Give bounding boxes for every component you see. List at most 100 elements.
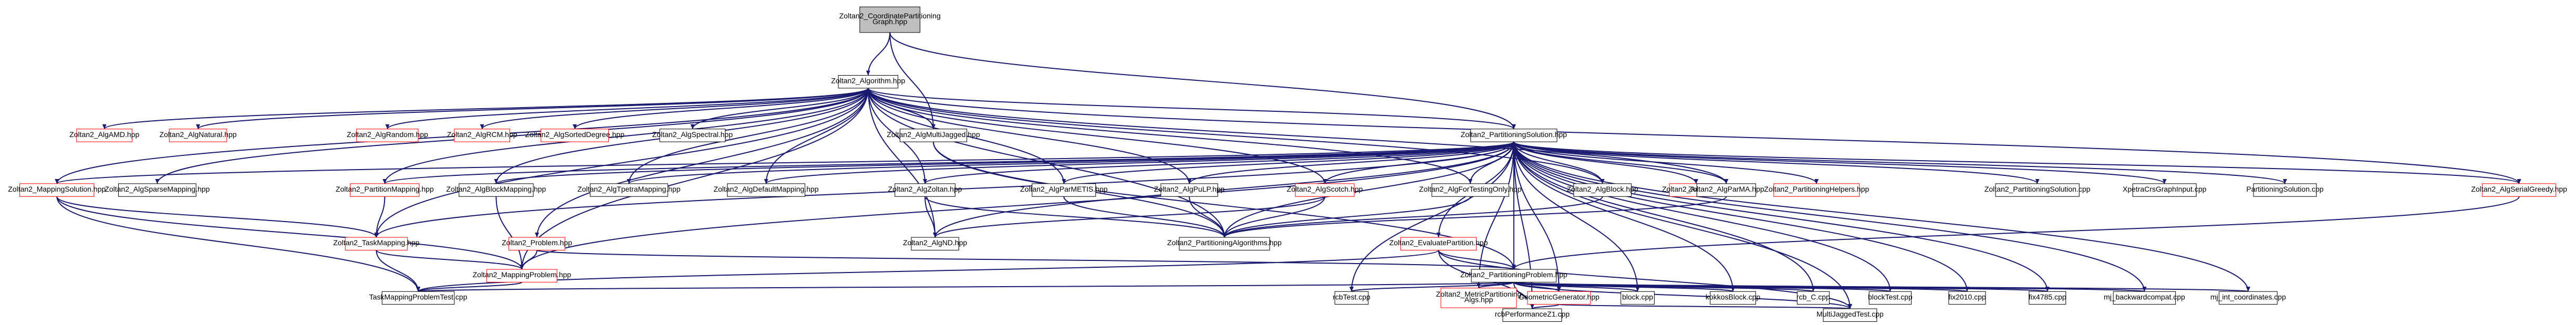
node-xpetra[interactable]: XpetraCrsGraphInput.cpp [2123, 183, 2207, 197]
node-zpart[interactable]: Zoltan2_AlgZoltan.hpp [888, 183, 962, 197]
edge-ps-to-partsol [1513, 141, 2287, 184]
edge-prob-to-pprob [536, 249, 1515, 270]
node-amd[interactable]: Zoltan2_AlgAMD.hpp [69, 129, 139, 142]
node-fortest[interactable]: Zoltan2_AlgForTestingOnly.hpp [1419, 183, 1522, 197]
node-sorted[interactable]: Zoltan2_AlgSortedDegree.hpp [525, 129, 625, 142]
node-tpetra-box [589, 183, 668, 197]
node-blockc[interactable]: block.cpp [1621, 291, 1655, 305]
node-pulp-label: Zoltan2_AlgPuLP.hpp [1154, 185, 1225, 193]
edge-prob-to-mprob [520, 250, 538, 270]
node-xpetra-box [2132, 183, 2197, 197]
edge-ps-to-pulp [1187, 141, 1514, 184]
node-kokkos[interactable]: kokkosBlock.cpp [1706, 291, 1760, 305]
node-mjback-box [2113, 291, 2176, 305]
node-kokkos-label: kokkosBlock.cpp [1706, 292, 1760, 301]
edge-zpart-to-nd [924, 196, 938, 238]
edge-pprob-to-mjint [1513, 281, 2250, 292]
edge-pprob-to-mjtest [1513, 281, 1852, 309]
node-mjint-box [2218, 291, 2278, 305]
node-defmap[interactable]: Zoltan2_AlgDefaultMapping.hpp [713, 183, 819, 197]
edge-ps-to-geogen [1513, 142, 1561, 292]
node-random[interactable]: Zoltan2_AlgRandom.hpp [347, 129, 428, 142]
node-tmap[interactable]: Zoltan2_TaskMapping.hpp [333, 237, 420, 250]
node-natural[interactable]: Zoltan2_AlgNatural.hpp [159, 129, 237, 142]
node-pmap-label: Zoltan2_PartitionMapping.hpp [336, 185, 434, 193]
edge-ps-to-mprob [520, 142, 1514, 270]
node-mjback[interactable]: mj_backwardcompat.cpp [2104, 291, 2185, 305]
edge-scotch-to-palgs [1222, 196, 1326, 238]
node-tpetra[interactable]: Zoltan2_AlgTpetraMapping.hpp [577, 183, 681, 197]
node-rcbc-label: rcb_C.cpp [1796, 292, 1830, 301]
node-algblock[interactable]: Zoltan2_AlgBlock.hpp [1567, 183, 1638, 197]
edge-alg-to-random [385, 88, 869, 130]
node-tmtest-label: TaskMappingProblemTest.cpp [369, 292, 468, 301]
edge-evalp-to-pprob [1438, 249, 1516, 270]
edge-alg-to-parma [867, 88, 1729, 184]
node-rcbtest[interactable]: rcbTest.cpp [1333, 291, 1370, 305]
node-pulp-box [1160, 183, 1218, 197]
node-sparse-box [118, 183, 196, 197]
node-geogen[interactable]: GeometricGenerator.hpp [1519, 291, 1599, 305]
node-phelp[interactable]: Zoltan2_PartitioningHelpers.hpp [1764, 183, 1869, 197]
node-spectral[interactable]: Zoltan2_AlgSpectral.hpp [652, 129, 733, 142]
node-spectral-box [659, 129, 726, 142]
node-blockmap[interactable]: Zoltan2_AlgBlockMapping.hpp [446, 183, 546, 197]
node-rcm-box [454, 129, 511, 142]
edge-ps-to-serialg [1513, 141, 2521, 184]
node-serialg[interactable]: Zoltan2_AlgSerialGreedy.hpp [2471, 183, 2567, 197]
node-msol[interactable]: Zoltan2_MappingSolution.hpp [8, 183, 106, 197]
node-alg[interactable]: Zoltan2_Algorithm.hpp [831, 75, 905, 89]
node-spectral-label: Zoltan2_AlgSpectral.hpp [652, 130, 733, 139]
node-nd[interactable]: Zoltan2_AlgND.hpp [903, 237, 967, 250]
edge-alg-to-pmap [382, 88, 869, 184]
edge-alg-to-pulp [867, 88, 1192, 184]
node-palgs[interactable]: Zoltan2_PartitioningAlgorithms.hpp [1167, 237, 1282, 250]
node-sorted-label: Zoltan2_AlgSortedDegree.hpp [525, 130, 625, 139]
node-mjint[interactable]: mj_int_coordinates.cpp [2210, 291, 2286, 305]
edge-layer [55, 32, 2521, 310]
node-pmap[interactable]: Zoltan2_PartitionMapping.hpp [336, 183, 434, 197]
node-algblock-label: Zoltan2_AlgBlock.hpp [1567, 185, 1638, 193]
node-fix2010[interactable]: fix2010.cpp [1948, 291, 1986, 305]
node-phelp-label: Zoltan2_PartitioningHelpers.hpp [1764, 185, 1869, 193]
node-mj[interactable]: Zoltan2_AlgMultiJagged.hpp [887, 129, 980, 142]
node-partsol-label: PartitioningSolution.cpp [2246, 185, 2323, 193]
node-mprob[interactable]: Zoltan2_MappingProblem.hpp [473, 269, 572, 282]
edge-ps-to-palgs [1222, 142, 1514, 238]
node-scotch[interactable]: Zoltan2_AlgScotch.hpp [1287, 183, 1363, 197]
node-rcbc-box [1796, 291, 1830, 305]
node-ps[interactable]: Zoltan2_PartitioningSolution.hpp [1461, 129, 1567, 142]
node-rcm[interactable]: Zoltan2_AlgRCM.hpp [447, 129, 517, 142]
node-evalp[interactable]: Zoltan2_EvaluatePartition.hpp [1389, 237, 1488, 250]
edge-ps-to-fix2010 [1513, 142, 1969, 292]
node-fix4785[interactable]: fix4785.cpp [2029, 291, 2066, 305]
node-xpetra-label: XpetraCrsGraphInput.cpp [2123, 185, 2207, 193]
edge-ps-to-zpart [923, 141, 1514, 184]
node-sparse[interactable]: Zoltan2_AlgSparseMapping.hpp [105, 183, 210, 197]
node-tmtest-box [381, 291, 455, 305]
node-parma-label: Zoltan2_AlgParMA.hpp [1688, 185, 1764, 193]
node-pulp[interactable]: Zoltan2_AlgPuLP.hpp [1154, 183, 1225, 197]
node-parmetis[interactable]: Zoltan2_AlgParMETIS.hpp [1020, 183, 1108, 197]
node-pprob[interactable]: Zoltan2_PartitioningProblem.hpp [1460, 269, 1567, 282]
node-parma[interactable]: Zoltan2_AlgParMA.hpp [1688, 183, 1764, 197]
node-rcbc[interactable]: rcb_C.cpp [1796, 291, 1830, 305]
edge-msol-to-tmap [56, 196, 379, 238]
node-partsol[interactable]: PartitioningSolution.cpp [2246, 183, 2324, 197]
node-rcbperf[interactable]: rcbPerformanceZ1.cpp [1495, 308, 1570, 322]
node-tmtest[interactable]: TaskMappingProblemTest.cpp [369, 291, 468, 305]
edge-alg-to-defmap [764, 88, 869, 184]
edge-ps-to-mjint [1513, 142, 2250, 292]
edge-algblock-to-palgs [1222, 196, 1603, 238]
node-blocktest[interactable]: blockTest.cpp [1868, 291, 1913, 305]
node-pscpp[interactable]: Zoltan2_PartitioningSolution.cpp [1985, 183, 2091, 197]
node-mjtest[interactable]: MultiJaggedTest.cpp [1816, 308, 1884, 322]
node-geogen-label: GeometricGenerator.hpp [1519, 292, 1599, 301]
node-fix2010-label: fix2010.cpp [1948, 292, 1986, 301]
node-fix2010-box [1948, 291, 1986, 305]
node-prob[interactable]: Zoltan2_Problem.hpp [502, 237, 572, 250]
edge-alg-to-ps [867, 87, 1516, 130]
